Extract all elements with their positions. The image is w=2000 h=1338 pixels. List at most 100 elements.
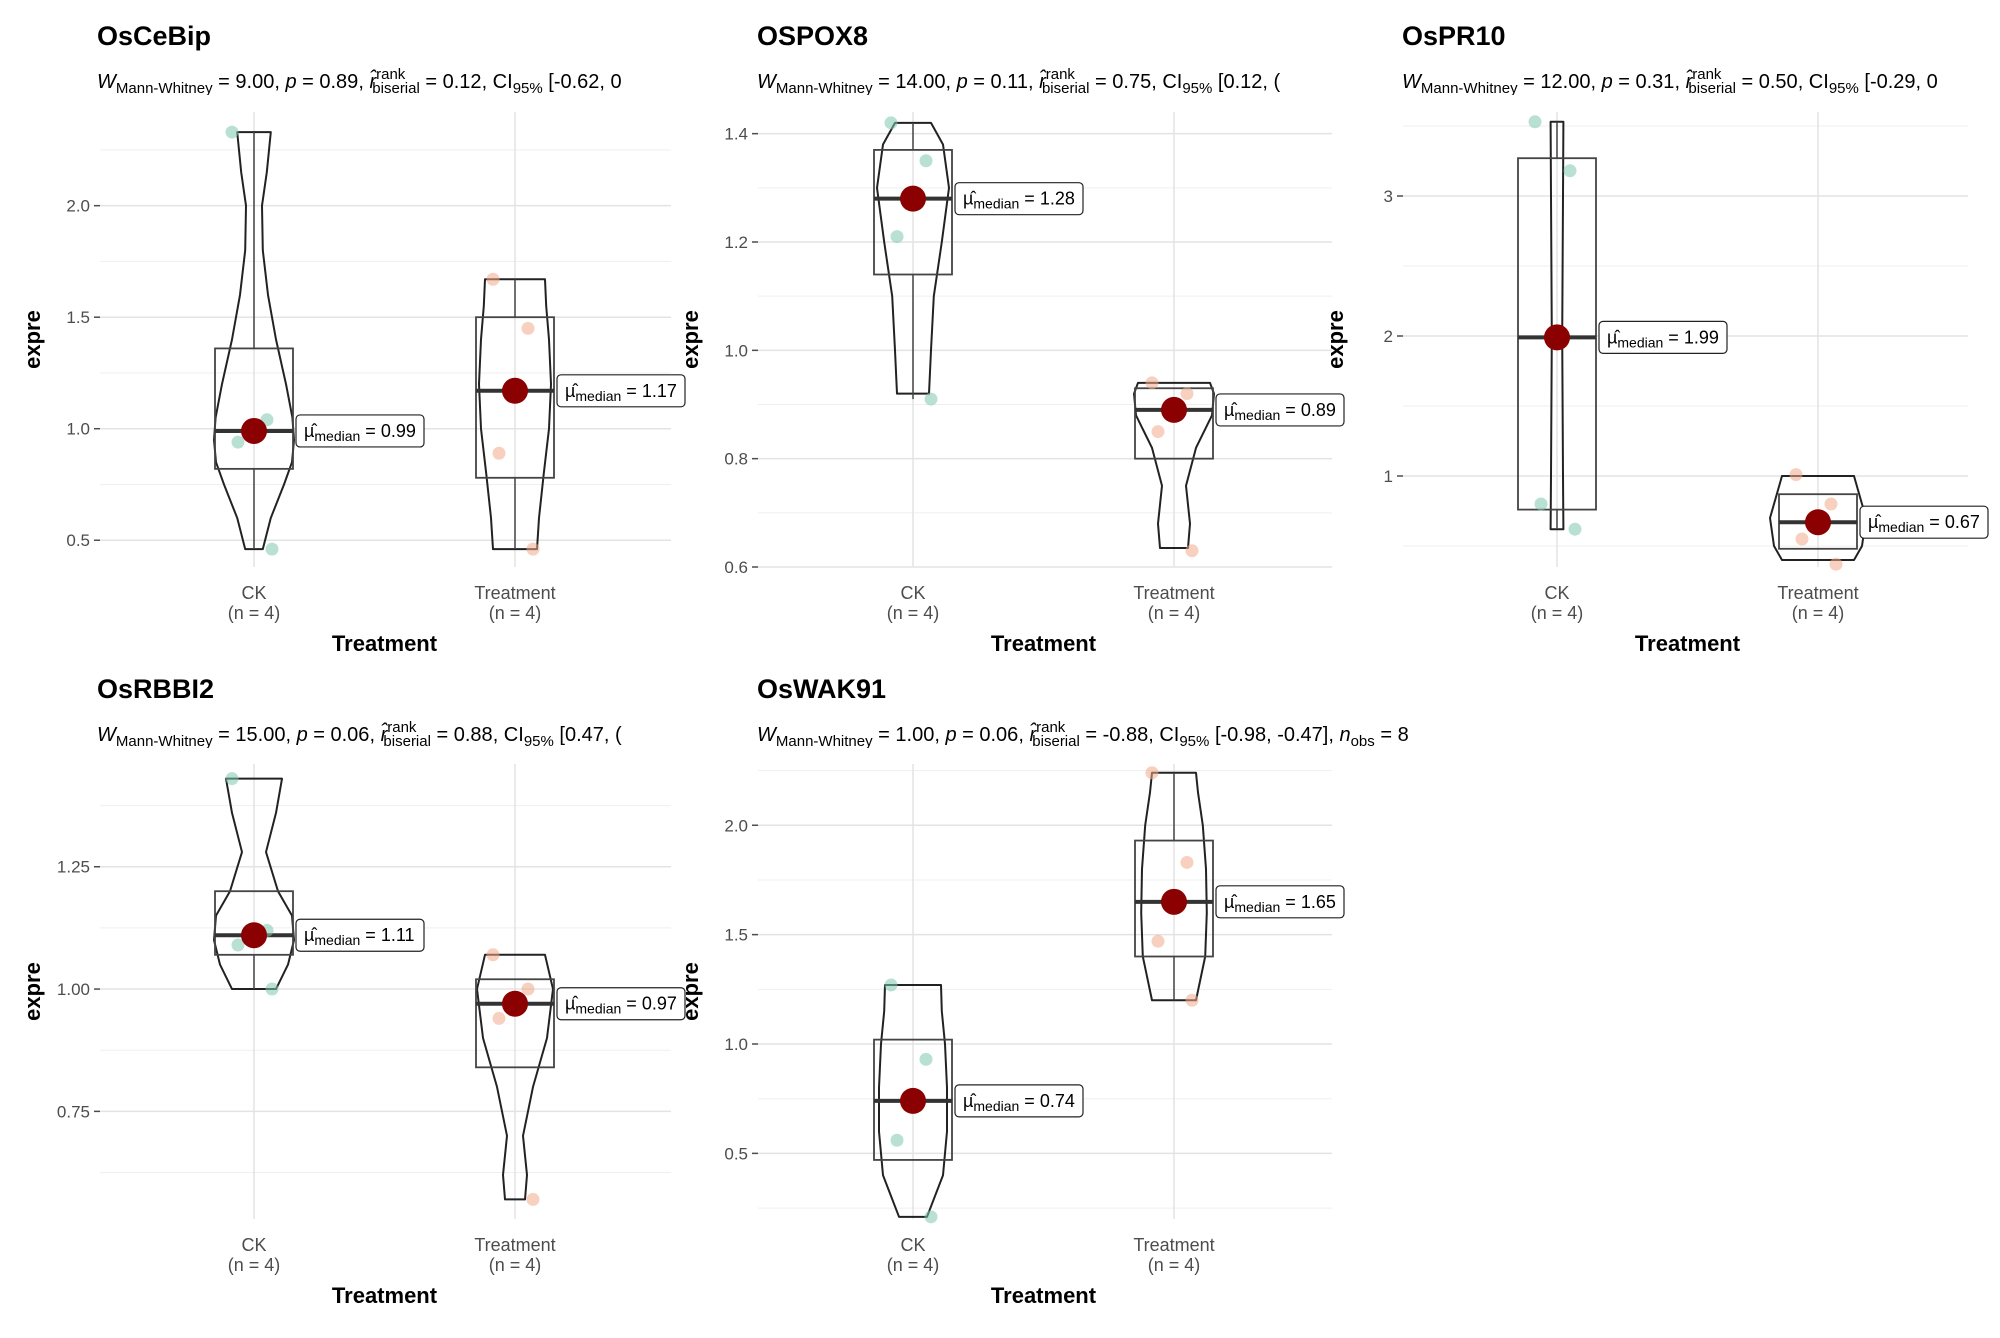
x-axis-title: Treatment — [991, 631, 1097, 656]
data-point — [265, 982, 279, 996]
data-point — [1789, 468, 1803, 482]
category-label: CK — [900, 1235, 925, 1255]
gridlines — [1403, 112, 1968, 567]
category-label: CK — [241, 1235, 266, 1255]
data-point — [492, 1011, 506, 1025]
data-point — [1180, 387, 1194, 401]
median-label-box — [556, 987, 686, 1021]
gridlines — [758, 764, 1332, 1219]
panel-title: OSPOX8 — [757, 21, 868, 51]
median-label: µ̂median = 1.65 — [1224, 892, 1336, 915]
median-label-box — [295, 918, 425, 952]
data-point — [521, 982, 535, 996]
y-tick-label: 1.25 — [57, 858, 90, 877]
y-tick-label: 1.5 — [724, 926, 748, 945]
violin-shape — [1133, 381, 1215, 550]
gridlines — [100, 112, 671, 567]
category-label: Treatment — [1133, 1235, 1214, 1255]
category-label: Treatment — [474, 583, 555, 603]
panel-title: OsRBBI2 — [97, 674, 214, 704]
median-label: µ̂median = 0.74 — [963, 1091, 1075, 1114]
data-point — [1145, 376, 1159, 390]
category-n-label: (n = 4) — [1148, 603, 1201, 623]
category-n-label: (n = 4) — [489, 603, 542, 623]
data-point — [1151, 425, 1165, 439]
data-point — [225, 772, 239, 786]
y-tick-label: 2 — [1384, 327, 1393, 346]
data-point — [1824, 497, 1838, 511]
median-point — [1805, 509, 1831, 536]
data-point — [1829, 557, 1843, 571]
category-n-label: (n = 4) — [228, 603, 281, 623]
category-label: CK — [1544, 583, 1569, 603]
median-label: µ̂median = 1.99 — [1607, 327, 1719, 350]
y-tick-label: 1 — [1384, 467, 1393, 486]
data-point — [225, 125, 239, 139]
box — [214, 347, 294, 470]
data-point — [884, 116, 898, 130]
y-tick-label: 1.0 — [724, 1035, 748, 1054]
data-point — [486, 948, 500, 962]
median-point — [241, 417, 267, 444]
x-axis-title: Treatment — [1635, 631, 1741, 656]
median-point — [1544, 324, 1570, 351]
median-label-box — [1598, 320, 1728, 354]
y-tick-label: 3 — [1384, 187, 1393, 206]
data-point — [924, 392, 938, 406]
data-point — [1185, 993, 1199, 1007]
data-point — [919, 154, 933, 168]
data-point — [919, 1052, 933, 1066]
median-label-box — [1859, 505, 1989, 539]
category-label: CK — [900, 583, 925, 603]
y-tick-label: 1.0 — [66, 420, 90, 439]
panel-title: OsCeBip — [97, 21, 211, 51]
data-point — [492, 446, 506, 460]
y-tick-label: 2.0 — [724, 816, 748, 835]
box — [873, 149, 953, 276]
violin-shape — [478, 278, 552, 551]
category-n-label: (n = 4) — [1792, 603, 1845, 623]
median-label: µ̂median = 0.99 — [304, 421, 416, 444]
category-n-label: (n = 4) — [1531, 603, 1584, 623]
category-label: Treatment — [1133, 583, 1214, 603]
y-tick-label: 0.5 — [66, 531, 90, 550]
violin-shape — [1549, 120, 1565, 531]
data-point — [1145, 766, 1159, 780]
data-point — [1528, 115, 1542, 129]
x-axis-title: Treatment — [991, 1283, 1097, 1308]
median-point — [900, 1087, 926, 1114]
y-tick-label: 0.5 — [724, 1144, 748, 1163]
y-tick-label: 1.4 — [724, 125, 748, 144]
data-point — [486, 272, 500, 286]
data-point — [1563, 164, 1577, 178]
box — [1134, 387, 1214, 460]
y-tick-label: 1.00 — [57, 980, 90, 999]
y-tick-label: 2.0 — [66, 197, 90, 216]
median-point — [1161, 396, 1187, 423]
median-point — [1161, 888, 1187, 915]
data-point — [1795, 532, 1809, 546]
median-label: µ̂median = 1.11 — [304, 925, 415, 948]
y-tick-label: 0.75 — [57, 1102, 90, 1121]
median-label-box — [954, 1084, 1084, 1118]
median-label: µ̂median = 1.17 — [565, 381, 677, 404]
median-point — [900, 185, 926, 212]
box — [214, 890, 294, 956]
category-n-label: (n = 4) — [1148, 1255, 1201, 1275]
data-point — [924, 1210, 938, 1224]
y-tick-label: 1.0 — [724, 341, 748, 360]
category-n-label: (n = 4) — [489, 1255, 542, 1275]
data-point — [1180, 855, 1194, 869]
